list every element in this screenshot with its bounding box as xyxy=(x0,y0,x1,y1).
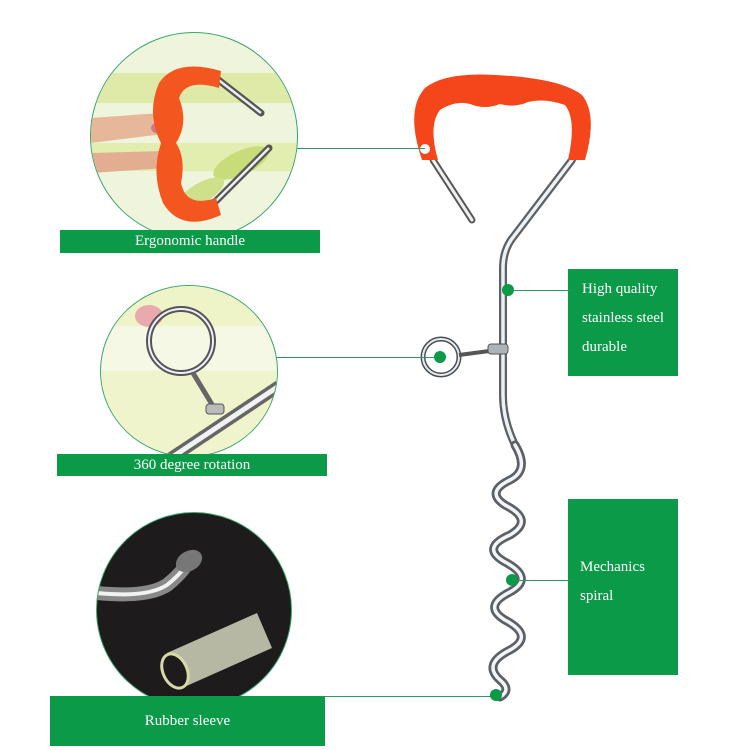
steel-callout-line xyxy=(508,290,568,291)
sleeve-label-text: Rubber sleeve xyxy=(144,712,231,729)
spiral-feature-box: Mechanics spiral xyxy=(568,499,678,675)
rotation-label: 360 degree rotation xyxy=(57,454,327,476)
handle-label: Ergonomic handle xyxy=(60,230,320,253)
rotation-label-text: 360 degree rotation xyxy=(133,456,251,473)
sleeve-callout-line xyxy=(322,696,497,697)
steel-feature-box: High quality stainless steel durable xyxy=(568,269,678,376)
handle-callout-line xyxy=(293,148,425,149)
rubber-sleeve-photo xyxy=(96,512,292,708)
sleeve-label: Rubber sleeve xyxy=(50,696,325,746)
steel-line-1: High quality xyxy=(582,281,658,297)
steel-line-3: durable xyxy=(582,339,627,355)
steel-line-2: stainless steel xyxy=(582,310,665,326)
spiral-callout-line xyxy=(512,580,568,581)
spiral-line-1: Mechanics xyxy=(580,559,645,575)
rotation-callout-line xyxy=(258,357,440,358)
spiral-marker-dot xyxy=(506,574,518,586)
spiral-line-2: spiral xyxy=(580,588,614,604)
handle-label-text: Ergonomic handle xyxy=(134,233,246,249)
swivel-ring-photo xyxy=(100,285,278,457)
sleeve-marker-dot xyxy=(490,689,502,701)
rotation-marker-dot xyxy=(434,351,446,363)
steel-marker-dot xyxy=(502,284,514,296)
handle-grip-photo xyxy=(90,32,298,240)
